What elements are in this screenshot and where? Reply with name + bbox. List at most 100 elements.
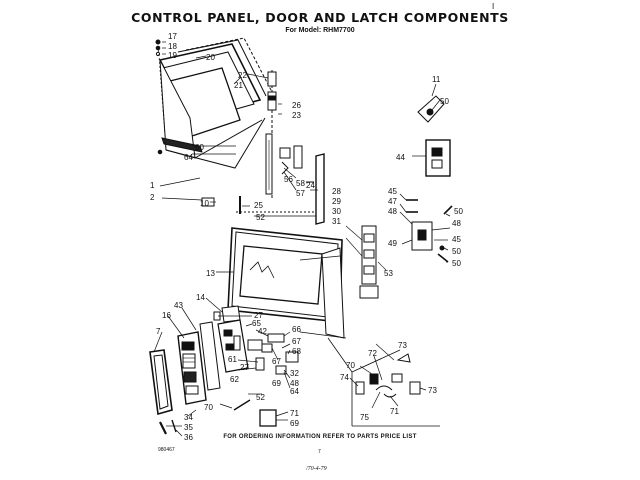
leader-50 (377, 261, 387, 271)
screw-47-lower (437, 253, 449, 263)
corner-mark: I (492, 2, 495, 11)
callout-37: 36 (184, 433, 193, 442)
switch-29 (363, 233, 375, 243)
board-chip-b (225, 343, 235, 351)
callout-54: 58 (296, 179, 305, 188)
latch-housing-detail-a (431, 147, 443, 157)
callout-42: 47 (388, 197, 397, 206)
ordering-note: FOR ORDERING INFORMATION REFER TO PARTS … (223, 434, 417, 440)
callout-70: 71 (390, 407, 399, 416)
callout-25: 25 (254, 201, 263, 210)
leader-switch-a (345, 225, 363, 241)
frame-rail-bottom (299, 331, 347, 339)
leader-lines (153, 41, 451, 437)
callout-64: 68 (292, 347, 301, 356)
part-72 (396, 353, 411, 363)
panel-trim-inner (153, 354, 169, 410)
latch-plate-52 (293, 145, 303, 169)
callout-48-lower: 50 (452, 247, 461, 256)
callout-36: 35 (184, 423, 193, 432)
callout-43-right: 48 (452, 219, 461, 228)
callout-32: 31 (332, 217, 341, 226)
washer-18 (155, 45, 161, 51)
callout-39: 43 (174, 301, 183, 310)
part-70 (383, 393, 397, 398)
callout-41-lower: 45 (452, 235, 461, 244)
diagram-title: CONTROL PANEL, DOOR AND LATCH COMPONENTS (131, 10, 509, 25)
cavity-shading (249, 261, 275, 279)
callout-43-upper: 48 (388, 207, 397, 216)
hinge-block-21 (267, 91, 277, 111)
panel-label (185, 385, 199, 395)
transformer-65 (259, 409, 277, 427)
callout-14: 14 (196, 293, 205, 302)
callout-74: 74 (340, 373, 349, 382)
callout-11: 11 (432, 75, 441, 84)
callout-62: 66 (292, 325, 301, 334)
callout-50: 53 (384, 269, 393, 278)
callout-38: 42 (258, 327, 267, 336)
part-75 (375, 385, 393, 391)
callout-65: 69 (290, 419, 299, 428)
callout-16: 16 (162, 311, 171, 320)
callout-29: 28 (332, 187, 341, 196)
callout-13: 13 (206, 269, 215, 278)
callout-20: 20 (206, 53, 215, 62)
switch-30 (363, 249, 375, 259)
door-edge-line (194, 119, 263, 159)
callout-40: 44 (396, 153, 405, 162)
callout-71: 72 (368, 349, 377, 358)
callout-69: 70 (346, 361, 355, 370)
frame-rail-top (299, 255, 341, 261)
board-connector (233, 335, 241, 351)
model-subtitle: For Model: RHM7700 (285, 27, 355, 34)
callout-30: 29 (332, 197, 341, 206)
callout-10: 10 (200, 199, 209, 208)
spacer-19 (155, 51, 161, 57)
door-stop-bracket (315, 153, 325, 225)
panel-cover-14 (221, 305, 241, 323)
control-panel-parts (149, 305, 299, 435)
screw-58 (157, 149, 163, 155)
latch-column-parts (345, 225, 387, 299)
switch-bracket-32 (359, 285, 379, 299)
callout-27: 27 (254, 311, 263, 320)
door-assembly (155, 37, 273, 169)
callout-24: 24 (306, 181, 315, 190)
latch-hook-53 (281, 161, 289, 175)
latch-housing-40 (425, 139, 451, 177)
callout-23: 23 (292, 111, 301, 120)
cable-66 (233, 399, 251, 411)
screw-36 (159, 421, 167, 435)
switch-28 (255, 357, 265, 371)
handwritten-note: /70-4-79 (306, 466, 327, 472)
part-73 (409, 381, 421, 395)
leader-switch-b (345, 237, 363, 257)
callout-45: 52 (256, 393, 265, 402)
callout-52: 56 (284, 175, 293, 184)
screw-17 (155, 39, 161, 45)
door-bottom-edge (165, 117, 266, 169)
callout-19: 19 (168, 51, 177, 60)
callout-21: 21 (234, 81, 243, 90)
relay-38 (267, 333, 285, 343)
callout-55: 60 (195, 143, 204, 152)
cabinet-front-frame (227, 227, 347, 339)
board-chip-a (223, 329, 233, 337)
callout-49: 52 (256, 213, 265, 222)
panel-bracket-39 (199, 321, 221, 391)
callout-2: 2 (150, 193, 155, 202)
callout-67: 71 (290, 409, 299, 418)
latch-spring-54 (279, 147, 291, 159)
callout-63b: 67 (272, 357, 281, 366)
callout-61: 65 (252, 319, 261, 328)
rivet-48-lower (439, 245, 445, 251)
inset-divider (327, 337, 353, 426)
hinge-pin-22 (267, 71, 277, 87)
callout-7: 7 (156, 327, 161, 336)
latch-housing-detail-b (431, 159, 443, 169)
door-trim-strip (161, 137, 203, 153)
part-74 (355, 381, 365, 395)
